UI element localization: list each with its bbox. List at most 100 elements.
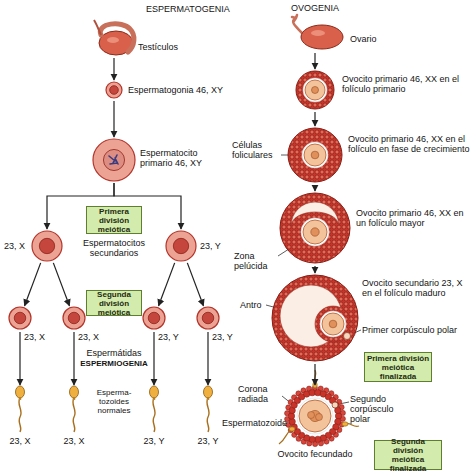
spermatid-cell-drawing (196, 306, 220, 330)
larger-follicle-drawing (279, 192, 351, 264)
node-label: 23, Y (158, 332, 184, 342)
arrow-connector (53, 263, 69, 306)
spermatid-cell: 23, Y (142, 306, 166, 330)
cell-nucleus (103, 149, 124, 170)
spermatid-cell-drawing (142, 306, 166, 330)
spermatozoon-drawing (13, 386, 27, 432)
sperm-head (204, 386, 213, 398)
node-label: 23, X (24, 332, 50, 342)
node-label: 23, Y (136, 436, 172, 446)
follicle (288, 128, 342, 182)
growing-follicle: Ovocito primario 46, XX en el folículo e… (287, 127, 343, 183)
spermatogonium-cell: Espermatogonia 46, XY (105, 81, 123, 99)
cell-membrane (93, 139, 135, 181)
sperm-head (342, 422, 348, 426)
spermatid-cell: 23, X (62, 306, 86, 330)
primary-follicle-drawing (295, 70, 335, 110)
cell-membrane (32, 231, 62, 261)
arrow-connector (187, 263, 203, 306)
sperm-head (16, 386, 25, 398)
cell-membrane (197, 307, 219, 329)
arrow-connector (113, 58, 114, 80)
arrow-connector (314, 112, 315, 126)
node-label: Espermatocito primario 46, XY (140, 148, 218, 168)
follicle (280, 193, 350, 263)
meiosis-box: Segunda división meiótica (86, 290, 142, 316)
spermatozoon-drawing (67, 386, 81, 432)
sperm-head (70, 386, 79, 398)
part-label: Zona pelúcida (234, 251, 278, 271)
primary-spermatocyte-cell: Espermatocito primario 46, XY (92, 138, 136, 182)
arrow-connector (19, 332, 20, 385)
fertilized-oocyte-drawing (285, 386, 345, 446)
ovary-organ: Ovario (284, 17, 346, 51)
box-label: Primera división meiótica (88, 207, 140, 234)
part-label: Antro (240, 300, 270, 310)
spermatozoon: 23, Y (201, 386, 215, 432)
spermatozoon-drawing (201, 386, 215, 432)
oocyte-nucleus (312, 87, 319, 94)
arrow-connector (314, 185, 315, 191)
cell-membrane (166, 231, 196, 261)
cell-nucleus (14, 312, 26, 324)
sperm-tail (19, 398, 21, 432)
ovary-organ-drawing (284, 17, 346, 51)
oocyte (304, 144, 326, 166)
node-label: Ovocito primario 46, XX en el folículo p… (342, 74, 468, 94)
arrow-connector (314, 266, 315, 273)
oocyte-nucleus (329, 320, 337, 328)
spermatozoon: 23, X (13, 386, 27, 432)
arrow-connector (47, 183, 114, 229)
growing-follicle-drawing (287, 127, 343, 183)
zona-pellucida (302, 142, 328, 168)
secondary-spermatocyte-cell-drawing (165, 230, 197, 262)
spermatid-cell: 23, X (8, 306, 32, 330)
sperm-tail (279, 430, 291, 444)
primary-follicle: Ovocito primario 46, XX en el folículo p… (295, 70, 335, 110)
node-label: 23, X (78, 332, 104, 342)
zona-pellucida (301, 218, 329, 246)
polar-body (344, 333, 351, 340)
sperm-head (150, 386, 159, 398)
zona-pellucida (320, 311, 346, 337)
spermatid-cell: 23, Y (196, 306, 220, 330)
meiosis-box: Primera división meiótica (86, 206, 142, 234)
part-label: Espermatozoide (222, 418, 286, 428)
zona-pellucida (297, 398, 333, 434)
node-label: Espermatogonia 46, XY (128, 85, 238, 95)
sperm-tail (73, 398, 75, 432)
spermatozoon: 23, X (67, 386, 81, 432)
arrow-connector (25, 263, 41, 306)
arrow-connector (73, 332, 74, 385)
node-label: Testículos (138, 42, 198, 52)
node-label: 23, Y (200, 241, 226, 251)
node-label: Ovario (350, 34, 390, 44)
cell-nucleus (39, 238, 54, 253)
stage-label: Espermatocitos secundarios (80, 238, 148, 258)
spermatozoon-drawing (147, 386, 161, 432)
secondary-spermatocyte-cell: 23, X (31, 230, 63, 262)
corona-cell (335, 413, 341, 419)
cell-membrane (9, 307, 31, 329)
corona-cell (289, 418, 295, 424)
part-label: Células foliculares (232, 140, 282, 160)
node-label: Ovocito primario 46, XX en un folículo m… (356, 208, 472, 228)
corona-cell (288, 413, 294, 419)
arrow-connector (159, 263, 175, 306)
node-label: 23, Y (212, 332, 238, 342)
larger-follicle: Ovocito primario 46, XX en un folículo m… (279, 192, 351, 264)
section-heading: ESPERMATOGENIA (146, 4, 236, 14)
primary-spermatocyte-cell-drawing (92, 138, 136, 182)
oocyte-nucleus (311, 151, 319, 159)
meiosis-box: Primera división meiótica finalizada (364, 352, 432, 382)
testis-organ: Testículos (92, 20, 136, 56)
stage-label: Espermátidas (74, 348, 154, 358)
section-heading: OVOGENIA (285, 3, 345, 13)
spermatid-cell-drawing (8, 306, 32, 330)
cell-nucleus (110, 86, 119, 95)
ovary-highlight (311, 30, 325, 36)
oocyte-nucleus (311, 228, 319, 236)
follicle (272, 275, 358, 361)
